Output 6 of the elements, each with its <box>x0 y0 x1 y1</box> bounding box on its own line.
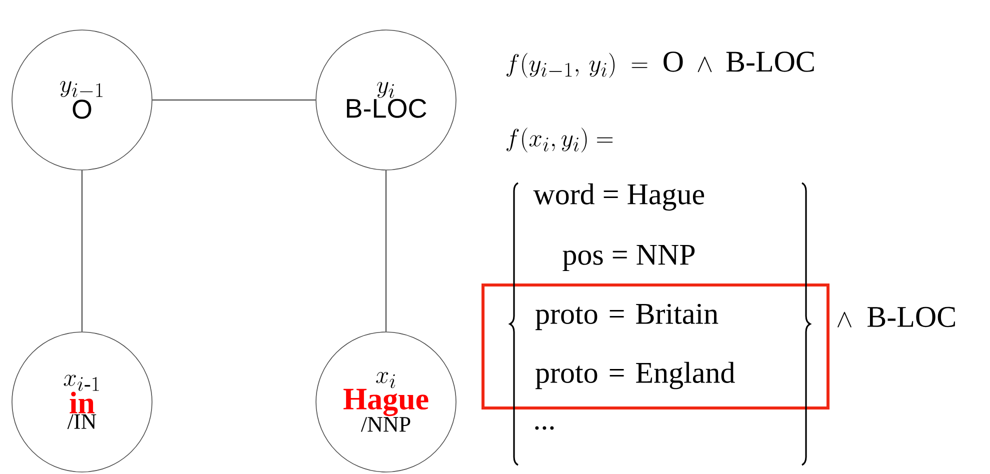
feature-formula: $f(y_{i-1},\, y_{i}) \;=\; \mathrm{O} \;\wedge\; \text{B-LOC}$ <box>506 52 814 78</box>
ellipsis: ... <box>535 426 554 430</box>
feature-formula: $f(x_{i}, y_{i}) =$ <box>506 128 613 152</box>
feature-line: word = Hague <box>533 183 704 211</box>
highlight-box: proto = Britain proto = England <box>482 284 830 410</box>
conjunction-label: $\wedge\;\; \text{B-LOC}$ <box>838 306 955 328</box>
